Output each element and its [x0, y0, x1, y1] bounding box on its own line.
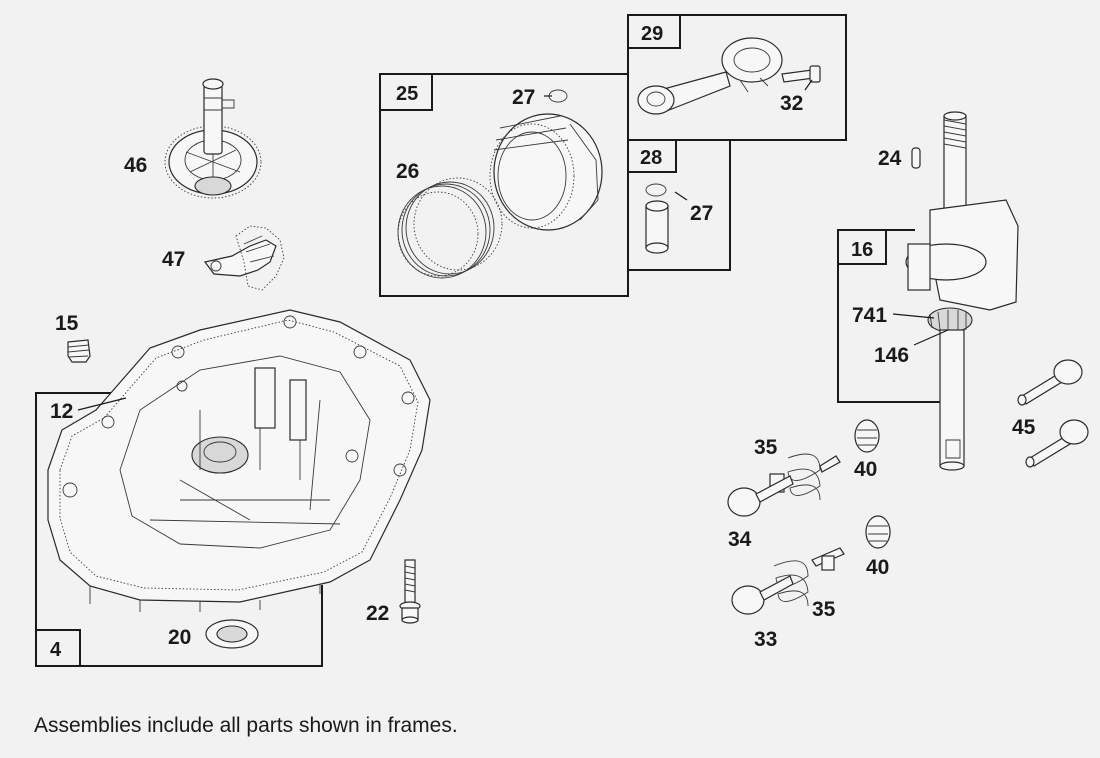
connecting-rod-part: [637, 37, 783, 115]
retainer-clip-part: [645, 183, 667, 197]
valve-cap-upper-part: [854, 419, 880, 453]
frame-label-16: 16: [851, 239, 873, 261]
frame-label-28: 28: [640, 147, 662, 169]
valve-cap-lower-part: [865, 515, 891, 549]
callout-40-lower: 40: [866, 556, 889, 579]
frame-29: 29: [627, 14, 847, 141]
callout-20: 20: [168, 626, 191, 649]
wrist-pin-part: [645, 200, 669, 254]
callout-22: 22: [366, 602, 389, 625]
frame-4: 4: [35, 392, 323, 667]
piston-part: [489, 113, 603, 231]
callout-741: 741: [852, 304, 887, 327]
flywheel-key-part: [911, 147, 921, 169]
leader-lines: [77, 79, 949, 411]
callout-33: 33: [754, 628, 777, 651]
frame-label-29: 29: [641, 23, 663, 45]
frame-label-25: 25: [396, 83, 418, 105]
frame-label-4: 4: [50, 639, 62, 661]
callout-32: 32: [780, 92, 803, 115]
oil-seal-part: [205, 619, 259, 649]
rod-bolt-part: [781, 65, 821, 83]
callout-35-upper: 35: [754, 436, 778, 459]
callout-24: 24: [878, 147, 902, 170]
callout-45: 45: [1012, 416, 1036, 439]
callout-34: 34: [728, 528, 752, 551]
breather-part: [67, 339, 91, 363]
callout-27-piston: 27: [512, 86, 535, 109]
assembly-footnote: Assemblies include all parts shown in fr…: [34, 714, 458, 737]
callout-46: 46: [124, 154, 147, 177]
valve-upper-part: [1017, 359, 1083, 406]
piston-rings-part: [397, 177, 503, 279]
callout-47: 47: [162, 248, 185, 271]
valve-lower-part: [1025, 419, 1089, 468]
crankshaft-part: [905, 111, 1019, 471]
callout-35-lower: 35: [812, 598, 836, 621]
callout-146: 146: [874, 344, 909, 367]
crankcase-part: [47, 309, 431, 612]
frame-16: 16: [837, 229, 940, 403]
callout-27-pin: 27: [690, 202, 713, 225]
intake-valve-part: [731, 575, 794, 615]
exhaust-valve-part: [727, 475, 794, 517]
lever-part: [203, 225, 285, 291]
frame-28: 28: [627, 139, 731, 271]
callout-26: 26: [396, 160, 419, 183]
callout-12: 12: [50, 400, 73, 423]
bolt-part: [399, 559, 421, 624]
valve-spring-lower-part: [773, 547, 845, 607]
valve-spring-upper-part: [769, 453, 841, 501]
callout-15: 15: [55, 312, 79, 335]
cam-gear-part: [164, 78, 262, 199]
callout-40-upper: 40: [854, 458, 877, 481]
